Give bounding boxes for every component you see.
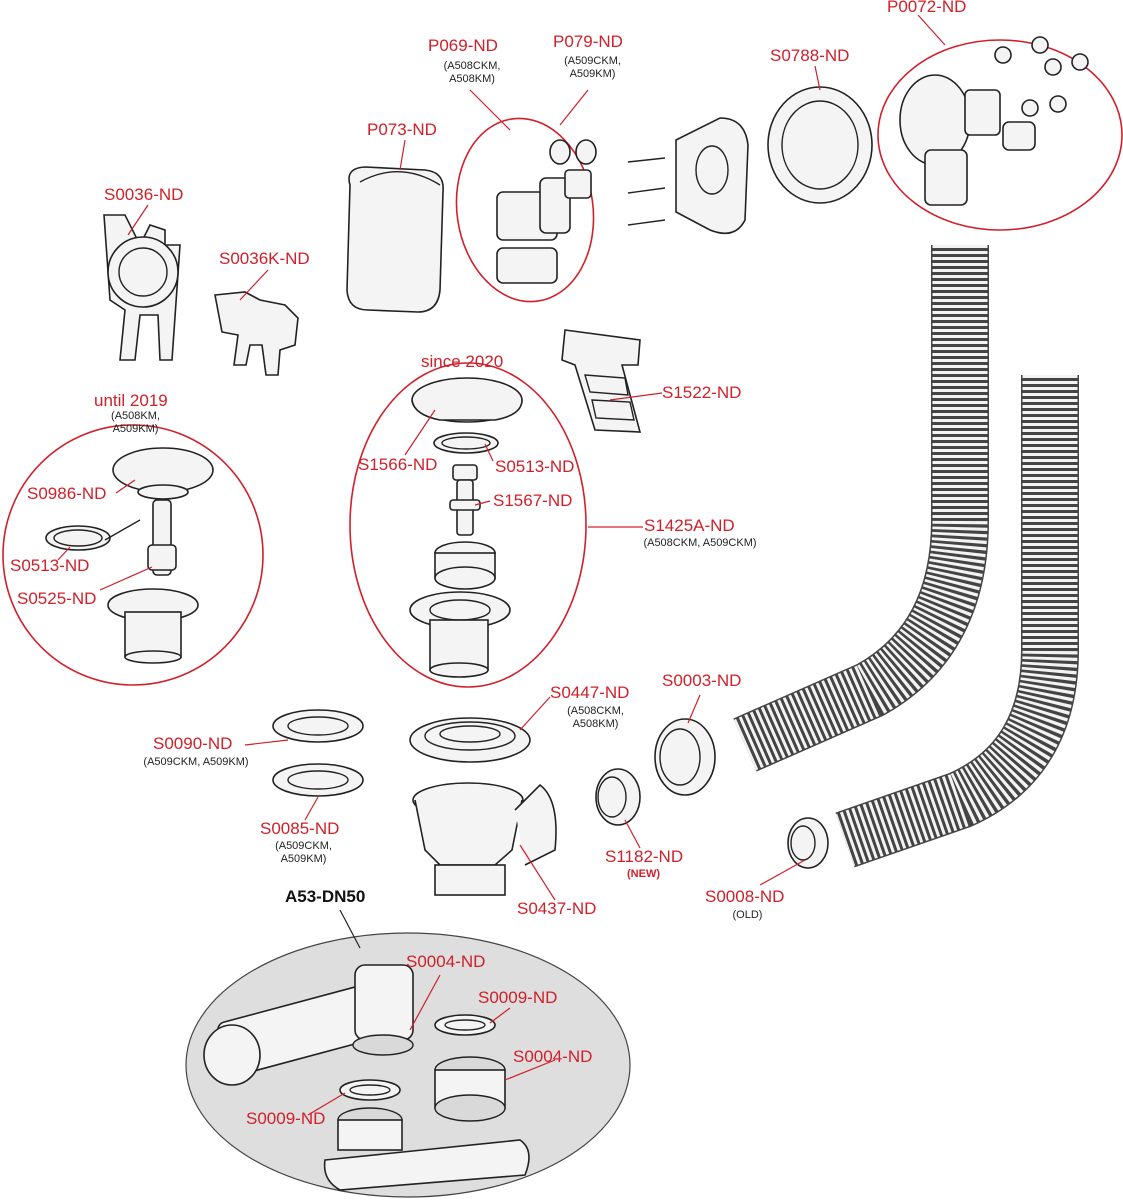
diagram-title: A53-DN50 (285, 887, 366, 906)
s0009-ring-a (434, 1014, 496, 1036)
label-s0004-b: S0004-ND (513, 1047, 593, 1066)
note-p079: (A509CKM, A509KM) (564, 55, 621, 80)
s0525-stem (104, 499, 177, 576)
label-s0036k: S0036K-ND (219, 249, 310, 268)
s0003-nut (654, 718, 716, 796)
ring-since-2020 (349, 362, 587, 688)
label-s0513-a: S0513-ND (495, 457, 575, 476)
label-s0788: S0788-ND (770, 46, 850, 65)
label-s0447: S0447-ND (550, 683, 630, 702)
label-p069: P069-ND (428, 36, 498, 55)
note-s0090: (A509CKM, A509KM) (143, 756, 249, 768)
ring-p0072 (877, 39, 1123, 231)
label-s1566: S1566-ND (358, 455, 438, 474)
label-s0437: S0437-ND (517, 899, 597, 918)
a53-trap-elbow (203, 964, 414, 1086)
s0008-ring (787, 817, 829, 869)
s0513-ring-a (433, 432, 499, 454)
s0036-key (103, 214, 181, 361)
since-2020-strainer (409, 591, 511, 678)
ring-p069-p079 (455, 117, 595, 303)
p073-cover (346, 166, 444, 313)
p0072-body (899, 36, 1089, 206)
s1567-stem (449, 464, 481, 536)
label-s0090: S0090-ND (153, 734, 233, 753)
label-p0072: P0072-ND (887, 0, 967, 16)
label-s0008: S0008-ND (705, 887, 785, 906)
note-p069: (A508CKM, A508KM) (443, 60, 501, 85)
label-s1182: S1182-ND (605, 847, 684, 866)
label-s0085: S0085-ND (260, 819, 340, 838)
label-p073: P073-ND (367, 120, 437, 139)
label-since-2020: since 2020 (421, 352, 504, 371)
s0004-nut-b (434, 1056, 506, 1122)
since-2020-nut (434, 541, 496, 590)
label-s1567: S1567-ND (493, 491, 573, 510)
label-s0009-b: S0009-ND (246, 1109, 326, 1128)
a53-trap-base (323, 1107, 530, 1191)
label-s0003: S0003-ND (662, 671, 742, 690)
ring-until-2019 (2, 424, 264, 686)
s0009-ring-b (339, 1079, 401, 1101)
label-s0036: S0036-ND (104, 185, 184, 204)
until-2019-strainer (107, 588, 199, 664)
hose-upper (733, 245, 989, 772)
trap-background (185, 932, 631, 1198)
label-s0986: S0986-ND (27, 484, 107, 503)
s0788-gasket (767, 86, 873, 204)
s1566-plug (411, 377, 523, 423)
label-p079: P079-ND (553, 32, 623, 51)
label-s0004-a: S0004-ND (406, 952, 486, 971)
label-s1522: S1522-ND (662, 383, 742, 402)
label-until-2019: until 2019 (94, 391, 168, 410)
label-s0009-a: S0009-ND (478, 988, 558, 1007)
note-s1425a: (A508CKM, A509CKM) (643, 537, 757, 549)
s0036k-key (214, 291, 299, 376)
s0447-seal (409, 717, 531, 763)
p069-elbow (496, 139, 597, 284)
note-until-2019: (A508KM, A509KM) (111, 410, 160, 435)
s0437-body (412, 782, 557, 896)
s1182-ring (595, 768, 641, 826)
label-s0525: S0525-ND (17, 589, 97, 608)
note-s0008: (OLD) (732, 909, 763, 921)
note-s1182: (NEW) (627, 868, 660, 880)
overflow-screws (627, 117, 749, 235)
leader-lines (57, 14, 946, 1116)
note-s0085: (A509CKM, A509KM) (275, 840, 332, 865)
label-s0513-b: S0513-ND (10, 556, 90, 575)
s0085-washer (272, 763, 364, 797)
note-s0447: (A508CKM, A508KM) (567, 705, 624, 730)
s1522-gasket (561, 329, 642, 433)
s0513-ring-b (45, 525, 111, 551)
s0090-washer (272, 709, 364, 743)
s0986-plug (112, 447, 214, 500)
title-leader (339, 909, 361, 949)
label-s1425a: S1425A-ND (644, 516, 735, 535)
hose-lower (835, 375, 1079, 868)
